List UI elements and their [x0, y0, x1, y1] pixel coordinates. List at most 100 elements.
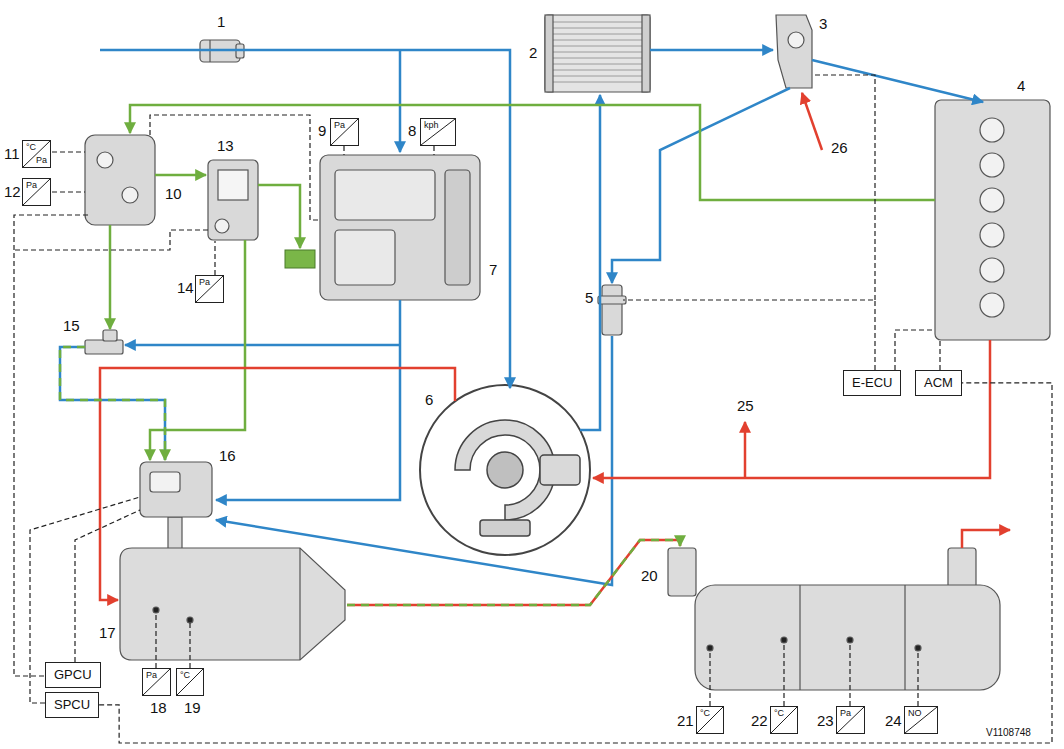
callout-number: 6: [424, 392, 434, 407]
charge-air-cooler: [552, 22, 643, 82]
throttle-housing: [776, 15, 812, 88]
charge-air-cooler: [545, 15, 650, 92]
air-control-valve: [122, 187, 138, 203]
silencer: [904, 585, 905, 690]
sensor-diagonal: [697, 707, 723, 733]
callout-number: 23: [816, 713, 835, 728]
dosing-unit: [168, 517, 182, 549]
callout-number: 7: [488, 262, 498, 277]
signal-wire: [75, 510, 140, 662]
signal-wire: [189, 622, 190, 668]
engine-block: [980, 293, 1004, 317]
pressure-sensor: Pa: [330, 118, 359, 146]
mixed-line: [347, 540, 680, 605]
drain-container: [285, 250, 315, 268]
signal-wire: [623, 300, 875, 370]
signal-wire: [917, 650, 918, 706]
dosing-unit: [150, 472, 180, 492]
node-text: ACM: [924, 375, 953, 391]
signal-wire: [14, 230, 208, 250]
callout-number: 18: [149, 700, 168, 715]
air-processing-unit: [320, 155, 480, 300]
pressure-regulator: [208, 160, 258, 240]
air-line: [812, 60, 983, 102]
callout-number: 14: [176, 280, 195, 295]
fluid-line: [110, 105, 935, 460]
engine-block: [935, 100, 1050, 340]
node-text: E-ECU: [852, 375, 892, 391]
pressure-sensor: Pa: [195, 275, 224, 303]
turbocharger: [540, 455, 580, 485]
callout-number: 13: [216, 138, 235, 153]
air-line: [399, 50, 402, 152]
engine-block: [980, 188, 1004, 212]
signal-wire: [343, 146, 344, 155]
engine-block: [980, 258, 1004, 282]
silencer: [695, 585, 1000, 690]
silencer: [915, 645, 921, 651]
air-processing-unit: [445, 170, 470, 285]
node-text: Pa: [26, 181, 37, 190]
node-text: Pa: [840, 709, 851, 718]
pressure-regulator: [208, 160, 258, 240]
mixed-line: [60, 347, 165, 460]
node-text: Pa: [199, 278, 210, 287]
signal-wire: [813, 75, 875, 300]
silencer: [948, 548, 976, 588]
temperature-sensor: °C: [770, 706, 798, 734]
signal-bus: [99, 383, 1052, 743]
control-valve: [598, 296, 626, 304]
callout-number: 20: [640, 568, 659, 583]
node-text: Pa: [36, 156, 47, 165]
engine-block: [980, 118, 1004, 142]
sensor-diagonal: [837, 707, 864, 733]
drawing-number: V1108748: [985, 728, 1032, 738]
node-text: SPCU: [54, 697, 90, 713]
exhaust-housing: [153, 607, 159, 613]
temperature-pressure-sensor: °CPa: [22, 140, 51, 168]
dosing-unit: [140, 462, 212, 517]
air-control-valve: [85, 135, 155, 225]
temperature-sensor: °C: [176, 668, 204, 696]
signal-wire: [14, 215, 88, 676]
sensor-diagonal: [23, 179, 50, 205]
mixed-line: [347, 540, 680, 605]
air-line: [650, 49, 773, 52]
signal-wire: [14, 75, 940, 706]
silencer: [847, 637, 853, 643]
throttle-housing: [788, 32, 804, 48]
speed-sensor: kph: [420, 118, 456, 146]
air-line: [100, 50, 983, 585]
air-line: [216, 300, 400, 500]
silencer: [781, 637, 787, 643]
exhaust-housing: [120, 548, 345, 660]
callout-number: 10: [164, 186, 183, 201]
engine-block: [980, 153, 1004, 177]
node-text: NO: [908, 709, 922, 718]
turbocharger: [487, 452, 523, 488]
charge-air-cooler: [642, 15, 650, 92]
control-unit-box: SPCU: [45, 692, 99, 718]
callout-number: 16: [218, 448, 237, 463]
signal-wire: [52, 151, 85, 152]
air-processing-unit: [320, 155, 480, 300]
sensor-diagonal: [771, 707, 797, 733]
exhaust-line: [744, 422, 747, 478]
sensor-diagonal: [196, 276, 223, 302]
air-line: [580, 95, 600, 430]
node-text: °C: [26, 143, 36, 152]
callout-number: 26: [830, 140, 849, 155]
silencer: [707, 645, 713, 651]
air-control-valve: [85, 135, 155, 225]
node-text: Pa: [146, 671, 157, 680]
exhaust-housing: [299, 548, 300, 660]
t-piece: [85, 340, 123, 354]
charge-air-cooler: [545, 15, 553, 92]
callout-number: 4: [1016, 78, 1026, 93]
dosing-unit: [140, 462, 212, 549]
exhaust-line: [100, 368, 455, 600]
callout-number: 8: [407, 123, 417, 138]
